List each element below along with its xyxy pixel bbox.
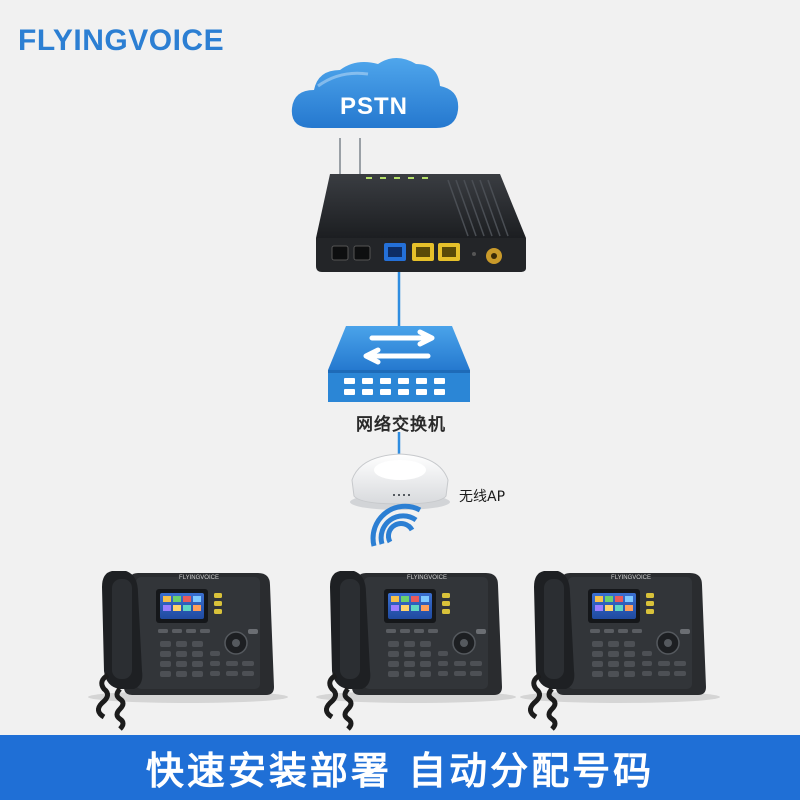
cloud-label: PSTN	[340, 93, 408, 120]
voip-gateway-icon	[316, 174, 526, 272]
network-switch-icon	[328, 326, 470, 402]
bottom-banner: 快速安装部署 自动分配号码	[0, 735, 800, 800]
wireless-ap-icon	[350, 453, 450, 510]
brand-logo: FLYINGVOICE	[18, 24, 225, 57]
phone-brand-label: FLYINGVOICE	[407, 575, 447, 581]
wifi-signal-icon	[370, 503, 422, 547]
cloud-shape	[291, 58, 459, 128]
switch-label: 网络交换机	[356, 415, 446, 435]
ip-phone-1: FLYINGVOICE	[88, 571, 288, 729]
banner-text: 快速安装部署 自动分配号码	[145, 749, 655, 793]
phone-brand-label: FLYINGVOICE	[179, 575, 219, 581]
ip-phone-2: FLYINGVOICE	[316, 571, 516, 729]
ap-label: 无线AP	[459, 489, 506, 505]
ip-phone-3: FLYINGVOICE	[520, 571, 720, 729]
phone-brand-label: FLYINGVOICE	[611, 575, 651, 581]
pstn-cloud: PSTN	[291, 58, 459, 128]
